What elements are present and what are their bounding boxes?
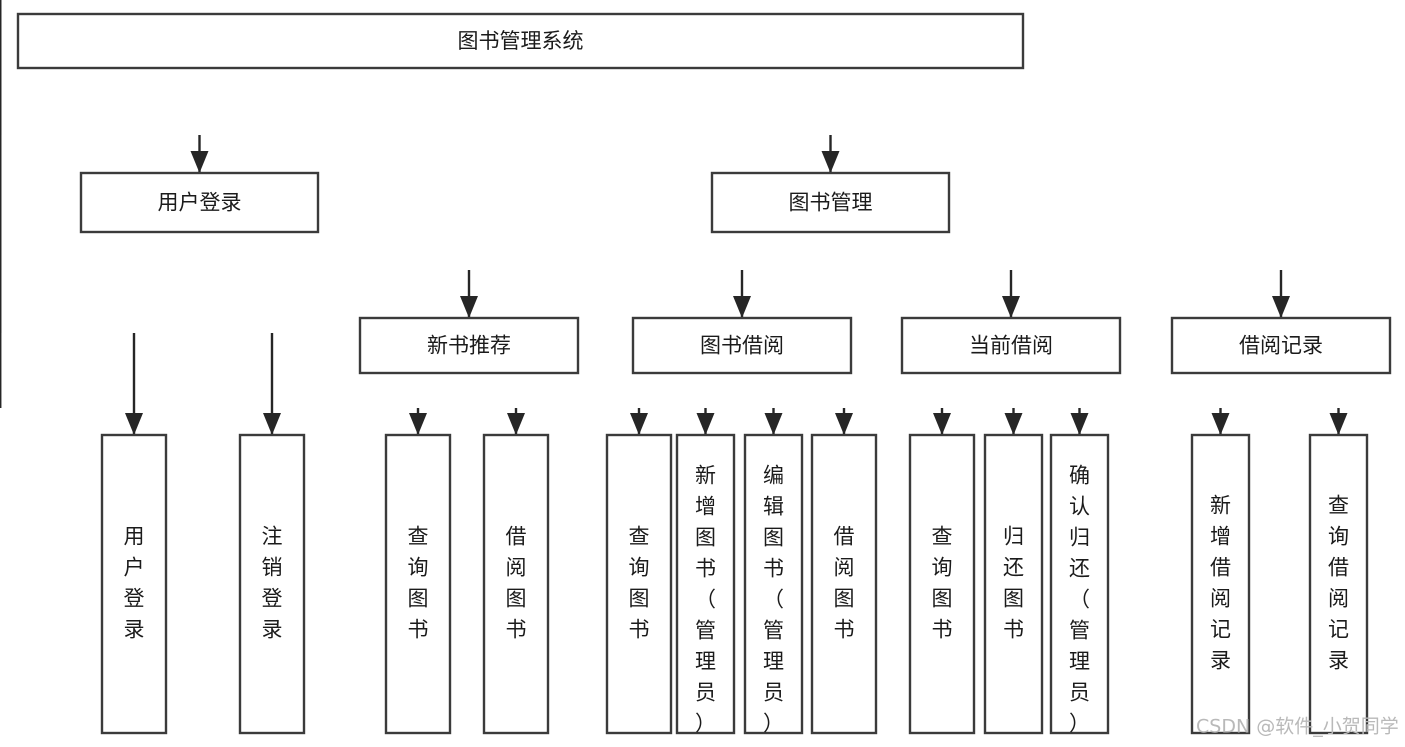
node-label-leaf-query-book-current: 查询图书 — [932, 525, 953, 642]
node-label-root: 图书管理系统 — [458, 29, 584, 53]
node-leaf-user-login[interactable]: 用户登录 — [100, 433, 168, 735]
node-box-leaf-query-book-borrow[interactable] — [605, 433, 673, 735]
arrow-head-icon-book-borrow — [733, 296, 751, 318]
node-label-leaf-query-book-borrow: 查询图书 — [629, 525, 650, 642]
node-leaf-borrow-book[interactable]: 借阅图书 — [810, 433, 878, 735]
node-leaf-edit-book-admin[interactable]: 编辑图书（管理员） — [743, 433, 804, 736]
node-box-book-management[interactable] — [710, 171, 951, 234]
node-label-new-book-recommend: 新书推荐 — [427, 334, 511, 358]
node-label-leaf-add-borrow-record: 新增借阅记录 — [1210, 494, 1231, 673]
node-label-leaf-borrow-book: 借阅图书 — [834, 525, 855, 642]
node-book-borrow[interactable]: 图书借阅 — [631, 316, 853, 375]
arrow-head-icon-leaf-logout — [263, 413, 281, 435]
arrow-head-icon-user-login — [190, 151, 209, 173]
arrow-head-icon-leaf-add-borrow-record — [1211, 413, 1230, 435]
node-leaf-query-book-borrow[interactable]: 查询图书 — [605, 433, 673, 735]
arrow-head-icon-book-management — [821, 151, 840, 173]
arrow-head-icon-leaf-query-book-borrow — [630, 413, 648, 435]
node-label-leaf-confirm-return-admin: 确认归还（管理员） — [1069, 464, 1090, 736]
arrow-head-icon-leaf-edit-book-admin — [764, 413, 783, 435]
node-label-leaf-borrow-book-recommend: 借阅图书 — [506, 525, 527, 642]
node-leaf-add-borrow-record[interactable]: 新增借阅记录 — [1190, 433, 1251, 735]
node-label-leaf-query-book-recommend: 查询图书 — [408, 525, 429, 642]
node-book-management[interactable]: 图书管理 — [710, 171, 951, 234]
node-label-leaf-logout: 注销登录 — [262, 525, 283, 642]
node-leaf-query-book-recommend[interactable]: 查询图书 — [384, 433, 452, 735]
node-box-leaf-borrow-book[interactable] — [810, 433, 878, 735]
node-box-leaf-user-login[interactable] — [100, 433, 168, 735]
arrow-head-icon-leaf-add-book-admin — [696, 413, 715, 435]
node-leaf-query-book-current[interactable]: 查询图书 — [908, 433, 976, 735]
arrow-head-icon-leaf-query-book-recommend — [409, 413, 427, 435]
node-box-leaf-return-book[interactable] — [983, 433, 1044, 735]
node-label-current-borrow: 当前借阅 — [969, 334, 1053, 358]
connector-layer — [0, 0, 1348, 435]
node-box-leaf-confirm-return-admin[interactable] — [1049, 433, 1110, 735]
node-current-borrow[interactable]: 当前借阅 — [900, 316, 1122, 375]
node-box-leaf-query-book-current[interactable] — [908, 433, 976, 735]
node-root[interactable]: 图书管理系统 — [16, 12, 1025, 70]
node-box-leaf-edit-book-admin[interactable] — [743, 433, 804, 735]
csdn-watermark: CSDN @软件_小贺同学 — [1196, 716, 1399, 738]
arrow-head-icon-leaf-user-login — [125, 413, 143, 435]
node-label-leaf-user-login: 用户登录 — [124, 525, 145, 642]
node-box-leaf-add-borrow-record[interactable] — [1190, 433, 1251, 735]
arrow-head-icon-leaf-return-book — [1004, 413, 1023, 435]
node-box-leaf-logout[interactable] — [238, 433, 306, 735]
arrow-head-icon-leaf-borrow-book-recommend — [507, 413, 525, 435]
node-box-borrow-record[interactable] — [1170, 316, 1392, 375]
arrow-head-icon-new-book-recommend — [460, 296, 478, 318]
node-box-book-borrow[interactable] — [631, 316, 853, 375]
arrow-head-icon-current-borrow — [1002, 296, 1020, 318]
node-label-user-login: 用户登录 — [158, 191, 242, 215]
node-box-current-borrow[interactable] — [900, 316, 1122, 375]
node-label-book-management: 图书管理 — [789, 191, 873, 215]
node-label-borrow-record: 借阅记录 — [1239, 334, 1323, 358]
node-label-leaf-add-book-admin: 新增图书（管理员） — [695, 464, 716, 736]
arrow-head-icon-leaf-query-borrow-record — [1329, 413, 1348, 435]
node-label-leaf-query-borrow-record: 查询借阅记录 — [1328, 494, 1349, 673]
node-box-user-login[interactable] — [79, 171, 320, 234]
node-leaf-add-book-admin[interactable]: 新增图书（管理员） — [675, 433, 736, 736]
node-box-root[interactable] — [16, 12, 1025, 70]
node-label-leaf-edit-book-admin: 编辑图书（管理员） — [763, 464, 784, 736]
node-label-leaf-return-book: 归还图书 — [1003, 525, 1024, 642]
arrow-head-icon-leaf-borrow-book — [835, 413, 853, 435]
arrow-head-icon-leaf-query-book-current — [933, 413, 951, 435]
arrow-head-icon-leaf-confirm-return-admin — [1070, 413, 1089, 435]
node-borrow-record[interactable]: 借阅记录 — [1170, 316, 1392, 375]
arrow-head-icon-borrow-record — [1272, 296, 1290, 318]
node-user-login[interactable]: 用户登录 — [79, 171, 320, 234]
node-leaf-return-book[interactable]: 归还图书 — [983, 433, 1044, 735]
node-leaf-confirm-return-admin[interactable]: 确认归还（管理员） — [1049, 433, 1110, 736]
node-leaf-logout[interactable]: 注销登录 — [238, 433, 306, 735]
node-box-leaf-borrow-book-recommend[interactable] — [482, 433, 550, 735]
node-leaf-query-borrow-record[interactable]: 查询借阅记录 — [1308, 433, 1369, 735]
node-box-leaf-query-book-recommend[interactable] — [384, 433, 452, 735]
node-box-leaf-query-borrow-record[interactable] — [1308, 433, 1369, 735]
node-box-new-book-recommend[interactable] — [358, 316, 580, 375]
node-layer: 图书管理系统用户登录图书管理新书推荐图书借阅当前借阅借阅记录用户登录注销登录查询… — [16, 12, 1392, 736]
node-new-book-recommend[interactable]: 新书推荐 — [358, 316, 580, 375]
node-box-leaf-add-book-admin[interactable] — [675, 433, 736, 735]
node-leaf-borrow-book-recommend[interactable]: 借阅图书 — [482, 433, 550, 735]
node-label-book-borrow: 图书借阅 — [700, 334, 784, 358]
